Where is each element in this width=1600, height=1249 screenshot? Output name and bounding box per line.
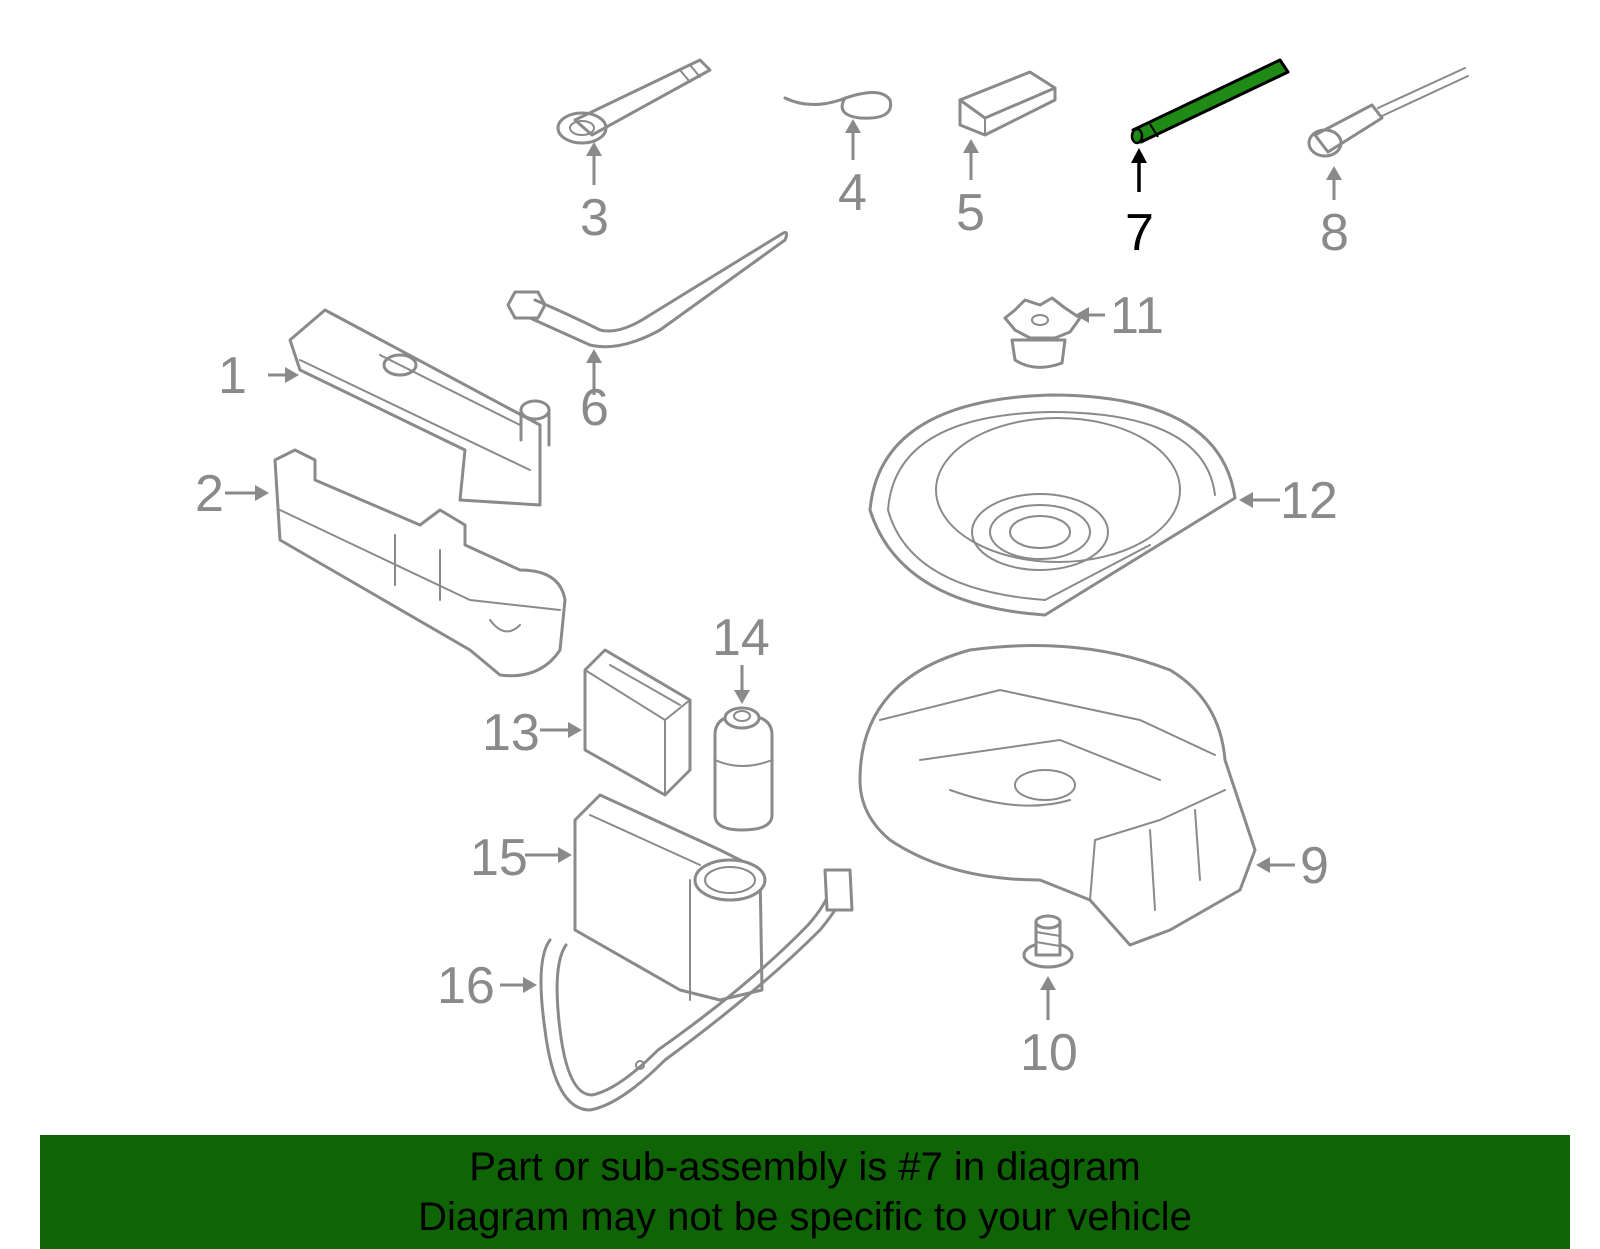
callout-4[interactable]: 4 <box>838 164 867 222</box>
callout-13[interactable]: 13 <box>482 704 540 762</box>
part-1-jack[interactable] <box>288 308 551 507</box>
arrow-11 <box>1075 307 1089 323</box>
part-12-tire-cover[interactable] <box>868 393 1237 617</box>
callout-9[interactable]: 9 <box>1300 837 1329 895</box>
banner-line-2: Diagram may not be specific to your vehi… <box>418 1195 1192 1239</box>
part-7-rod[interactable] <box>1130 58 1290 145</box>
part-14-sealant-bottle[interactable] <box>713 706 774 832</box>
arrow-15 <box>558 847 572 863</box>
arrow-2 <box>255 485 269 501</box>
callout-12[interactable]: 12 <box>1280 472 1338 530</box>
arrow-13 <box>568 722 582 738</box>
arrow-16 <box>523 977 537 993</box>
callout-15[interactable]: 15 <box>470 829 528 887</box>
callout-2[interactable]: 2 <box>195 465 224 523</box>
arrow-14 <box>734 690 750 704</box>
callout-3[interactable]: 3 <box>580 189 609 247</box>
callout-1[interactable]: 1 <box>218 347 247 405</box>
callout-8[interactable]: 8 <box>1320 204 1349 262</box>
arrow-8 <box>1326 166 1342 180</box>
callout-6[interactable]: 6 <box>580 379 609 437</box>
part-3-tow-eye[interactable] <box>556 58 712 145</box>
part-6-handle[interactable] <box>506 230 789 349</box>
callout-10[interactable]: 10 <box>1020 1024 1078 1082</box>
part-2-jack-holder[interactable] <box>273 448 567 678</box>
part-13-compressor[interactable] <box>583 648 692 797</box>
part-15-holder[interactable] <box>573 793 767 1002</box>
arrow-10 <box>1040 976 1056 990</box>
callout-14[interactable]: 14 <box>712 609 770 667</box>
part-16-strap[interactable] <box>539 868 854 1112</box>
banner-line-1: Part or sub-assembly is #7 in diagram <box>469 1145 1141 1189</box>
part-9-storage-tray[interactable] <box>858 644 1257 947</box>
callout-11[interactable]: 11 <box>1110 287 1164 345</box>
part-8-bolt[interactable] <box>1307 67 1469 158</box>
arrow-4 <box>845 119 861 133</box>
callout-5[interactable]: 5 <box>956 184 985 242</box>
arrow-5 <box>963 139 979 153</box>
arrow-3 <box>586 142 602 156</box>
part-10-bolt[interactable] <box>1022 914 1074 969</box>
parts-diagram: 3 4 5 7 8 6 <box>195 58 1469 1112</box>
part-5-holder[interactable] <box>958 70 1057 137</box>
arrow-6 <box>586 349 602 363</box>
arrow-1 <box>285 367 299 383</box>
callout-7[interactable]: 7 <box>1125 204 1154 262</box>
arrow-12 <box>1239 492 1253 508</box>
part-4-clip[interactable] <box>783 91 893 120</box>
arrow-9 <box>1256 857 1270 873</box>
arrow-7 <box>1131 148 1147 163</box>
info-banner: Part or sub-assembly is #7 in diagram Di… <box>40 1135 1570 1249</box>
callout-16[interactable]: 16 <box>437 957 495 1015</box>
part-11-hold-down-nut[interactable] <box>1003 296 1082 369</box>
